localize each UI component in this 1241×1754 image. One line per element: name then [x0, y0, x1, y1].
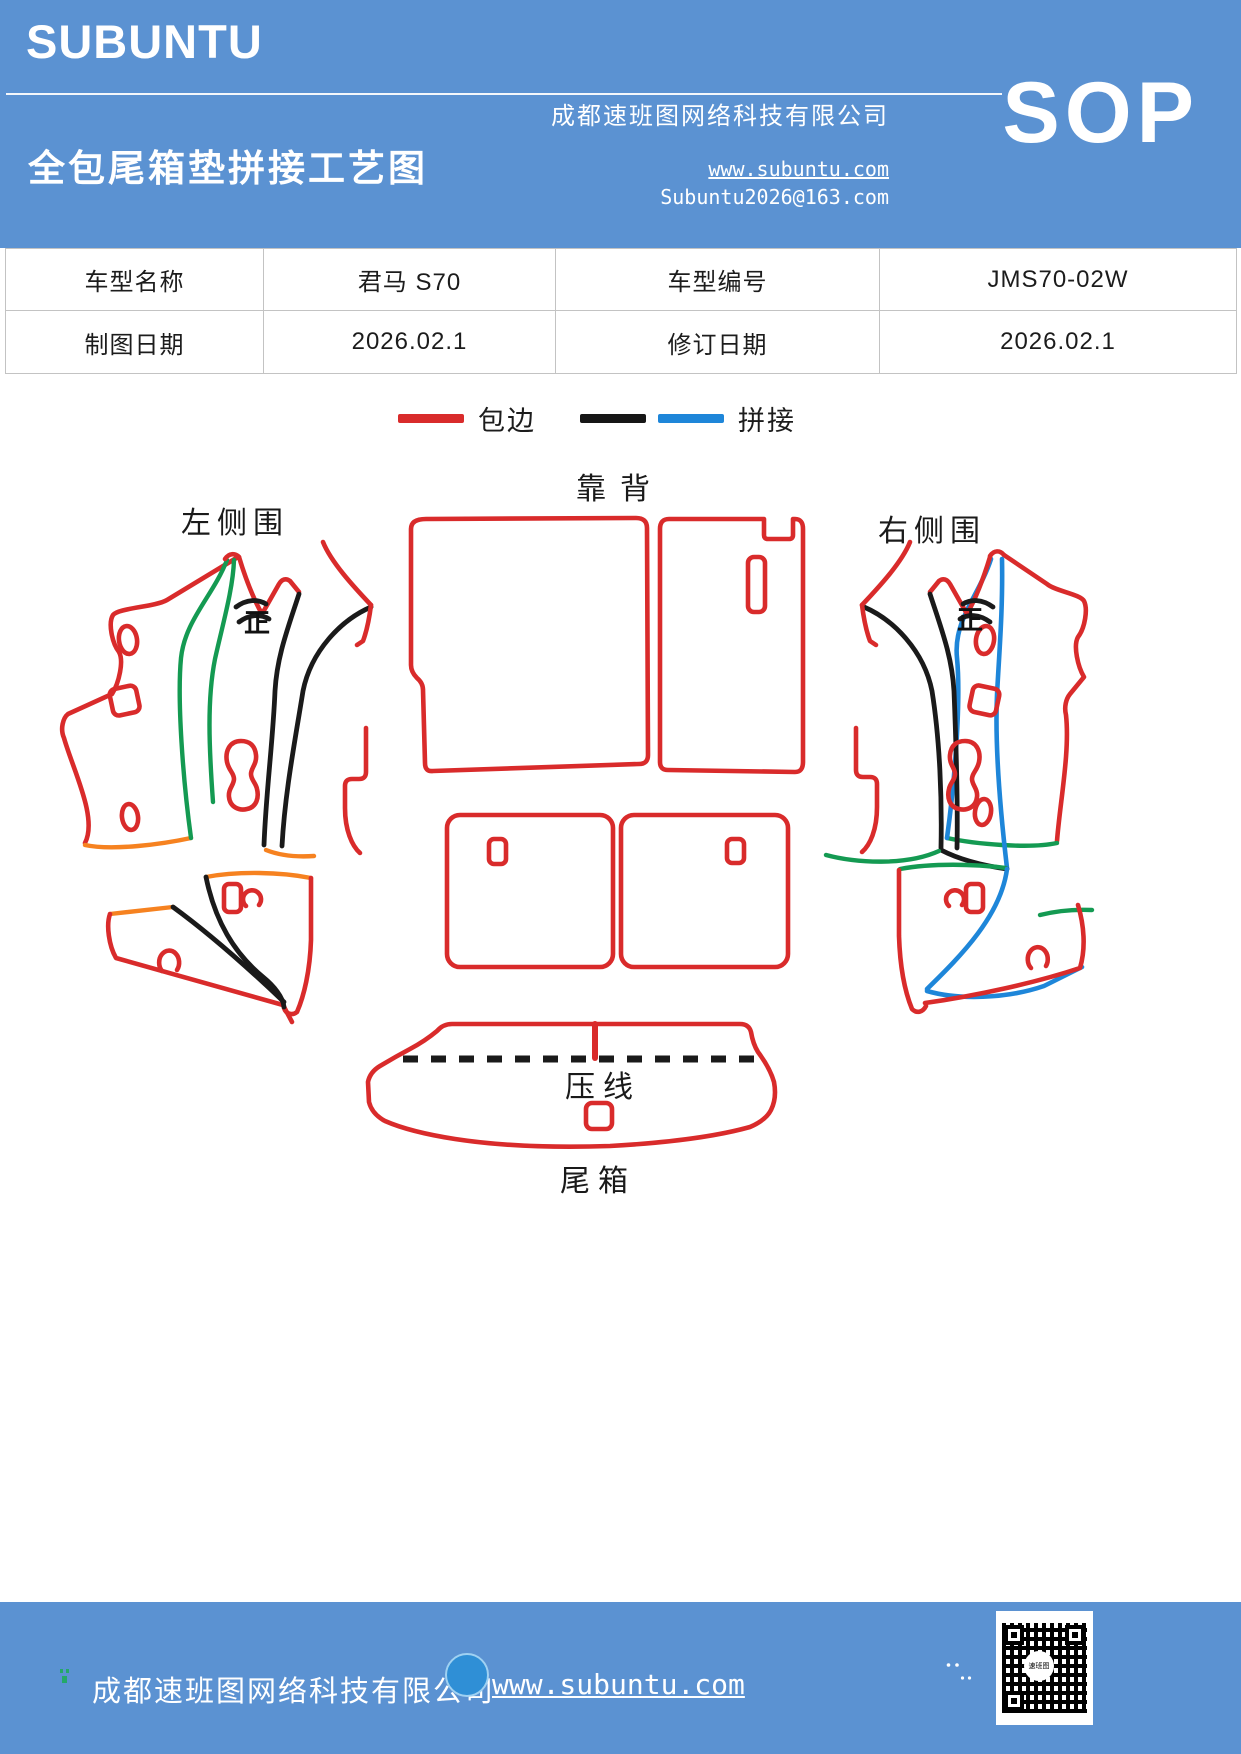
- pattern-diagram: [59, 515, 1095, 1149]
- left-side-group: [59, 539, 374, 1025]
- legend: 包边 拼接: [398, 400, 806, 436]
- vehicle-info-table: 车型名称 君马 S70 车型编号 JMS70-02W 制图日期 2026.02.…: [5, 248, 1237, 374]
- draw-date-label: 制图日期: [6, 311, 264, 373]
- edge-wrap-label: 包边: [478, 405, 536, 436]
- footer-website-link[interactable]: www.subuntu.com: [492, 1668, 745, 1701]
- backrest-label: 靠背: [576, 473, 664, 506]
- trunk-group: [365, 1021, 778, 1149]
- seat-cushion-group: [444, 812, 791, 970]
- building-icon: [60, 1669, 69, 1683]
- trunk-label: 尾箱: [560, 1165, 636, 1198]
- stitch-label: 拼接: [738, 405, 796, 436]
- qr-center-logo: 速班图: [1024, 1651, 1054, 1681]
- model-name-value: 君马 S70: [264, 249, 556, 311]
- model-code-value: JMS70-02W: [880, 249, 1236, 311]
- sop-badge: SOP: [1002, 65, 1199, 161]
- revision-date-value: 2026.02.1: [1000, 328, 1116, 355]
- stitch-black-swatch: [580, 413, 646, 423]
- press-line-label: 压线: [565, 1071, 641, 1104]
- model-code-label: 车型编号: [556, 249, 880, 311]
- stitch-blue-swatch: [658, 413, 724, 423]
- header-contact-block: 成都速班图网络科技有限公司 www.subuntu.com Subuntu202…: [551, 96, 889, 209]
- revision-date-label: 修订日期: [556, 311, 880, 373]
- email-address: Subuntu2026@163.com: [660, 185, 889, 209]
- footer-company-name: 成都速班图网络科技有限公司: [92, 1674, 496, 1708]
- globe-icon: [445, 1653, 489, 1697]
- qr-code: 速班图: [996, 1611, 1093, 1725]
- header-divider: [6, 93, 1002, 95]
- backrest-group: [408, 515, 806, 775]
- header-banner: SUBUNTU 全包尾箱垫拼接工艺图 成都速班图网络科技有限公司 www.sub…: [0, 0, 1241, 248]
- company-name: 成都速班图网络科技有限公司: [551, 102, 889, 130]
- brand-logo: SUBUNTU: [26, 15, 263, 68]
- model-name-label: 车型名称: [6, 249, 264, 311]
- draw-date-value: 2026.02.1: [264, 311, 556, 373]
- website-link[interactable]: www.subuntu.com: [708, 157, 889, 181]
- right-side-group: [823, 539, 1095, 1015]
- left-side-label: 左侧围: [181, 507, 289, 540]
- front-mark-left: 正: [244, 608, 271, 638]
- front-mark-right: 正: [957, 605, 984, 635]
- wechat-icon: [946, 1663, 972, 1680]
- page-title: 全包尾箱垫拼接工艺图: [28, 148, 428, 189]
- right-side-label: 右侧围: [878, 515, 986, 548]
- edge-wrap-swatch: [398, 413, 464, 423]
